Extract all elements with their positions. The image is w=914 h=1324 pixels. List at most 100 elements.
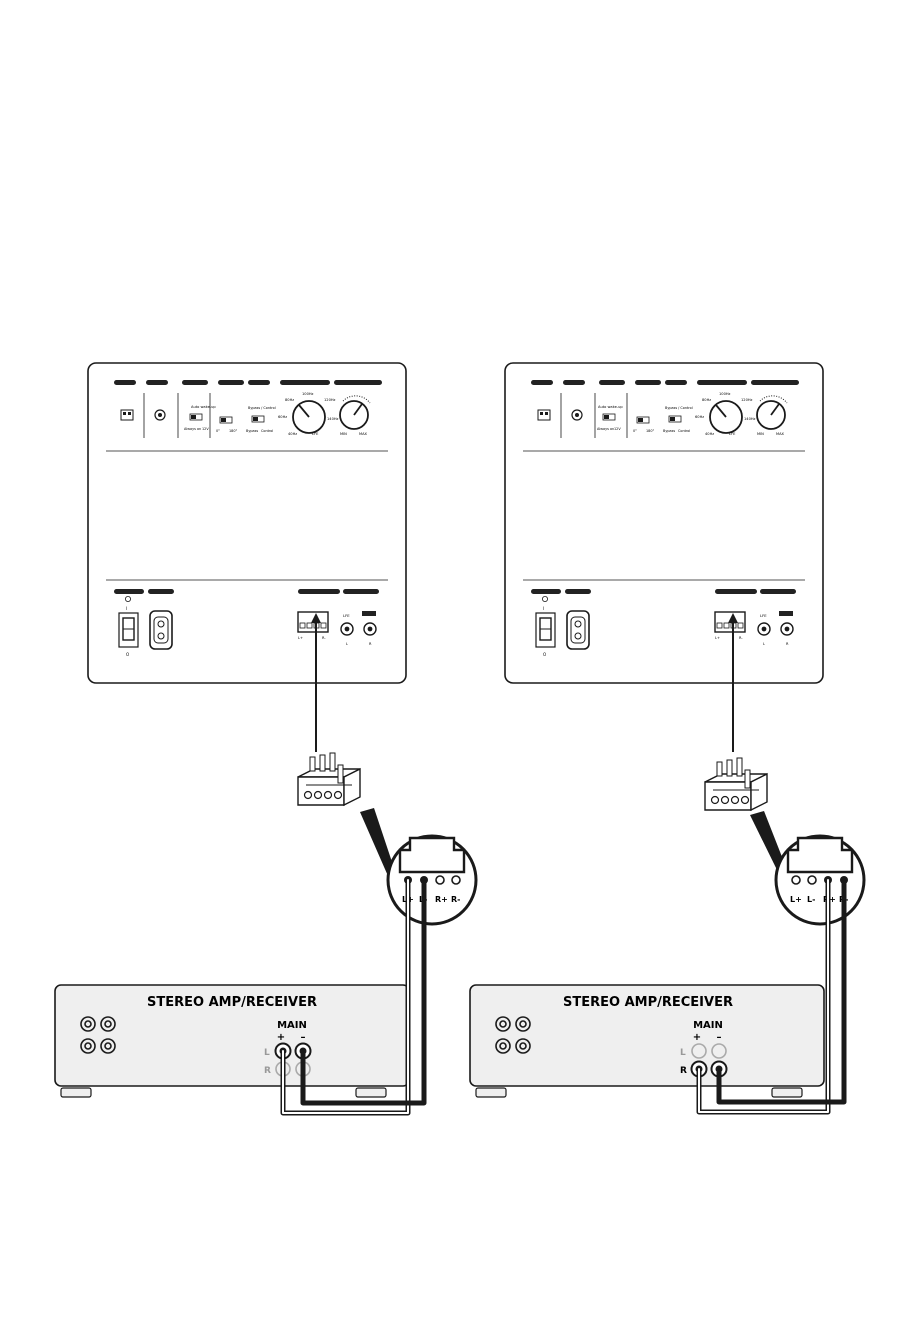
power-off-label: O — [543, 652, 546, 657]
power-on-label: I — [126, 606, 127, 611]
volume-max-label: MAX — [359, 432, 368, 436]
trigger-connector-icon — [120, 409, 134, 421]
speaker-wire-left — [280, 877, 427, 1116]
line-left-label: L — [346, 642, 348, 646]
freq-140-label: 140Hz — [327, 417, 339, 421]
freq-120-label: 120Hz — [324, 398, 336, 402]
bypass-label: Bypass / Control — [665, 406, 693, 410]
rca-jack-icon — [757, 622, 794, 636]
line-left-label: L — [763, 642, 765, 646]
bypass-option-b: Control — [261, 429, 273, 433]
amp-minus-label: – — [717, 1032, 722, 1043]
trigger-jack-icon — [154, 409, 166, 421]
bypass-option-a: Bypass — [663, 429, 675, 433]
freq-80-label: 80Hz — [285, 398, 294, 402]
section-label-pills-top — [531, 380, 799, 385]
freq-80-label: 80Hz — [702, 398, 711, 402]
amp-title: STEREO AMP/RECEIVER — [563, 995, 733, 1010]
power-inlet-icon — [149, 610, 173, 650]
power-switch-icon — [535, 612, 556, 648]
lfe-label: LFE — [760, 613, 767, 618]
speaker-terminal-plug-icon — [704, 757, 768, 812]
auto-wake-label: Auto wake-up — [598, 405, 623, 409]
volume-knob-icon — [756, 395, 788, 430]
amp-plus-label: + — [277, 1032, 285, 1043]
freq-100-label: 100Hz — [302, 392, 314, 396]
crossover-knob-icon — [709, 400, 743, 434]
bypass-option-a: Bypass — [246, 429, 258, 433]
subwoofer-panel-left: Auto wake-up Always on 12V 0° 180° Bypas… — [87, 362, 407, 684]
auto-wake-option-a: Always on — [597, 427, 614, 431]
auto-wake-option-b: 12V — [202, 427, 209, 431]
auto-wake-option-b: 12V — [614, 427, 621, 431]
speaker-input-right-label: R- — [322, 636, 326, 640]
phase-option-b: 180° — [646, 429, 654, 433]
terminal-zoom-left: L+ L- R+ R- — [386, 834, 478, 926]
power-off-label: O — [126, 652, 129, 657]
freq-120-label: 120Hz — [741, 398, 753, 402]
freq-40-label: 40Hz — [705, 432, 714, 436]
speaker-input-terminal-icon — [714, 611, 746, 633]
slide-switch-icon — [189, 413, 203, 421]
amp-main-label: MAIN — [277, 1020, 307, 1031]
amp-right-label: R — [264, 1066, 271, 1076]
power-inlet-icon — [566, 610, 590, 650]
amp-plus-label: + — [693, 1032, 701, 1043]
freq-60-label: 60Hz — [278, 415, 287, 419]
speaker-terminal-plug-icon — [297, 752, 361, 807]
phase-option-b: 180° — [229, 429, 237, 433]
line-right-label: R — [786, 642, 789, 646]
amp-right-label: R — [680, 1066, 687, 1076]
bypass-option-b: Control — [678, 429, 690, 433]
speaker-input-terminal-icon — [297, 611, 329, 633]
amp-left-label: L — [680, 1048, 686, 1058]
speaker-input-left-label: L+ — [298, 636, 303, 640]
trigger-connector-icon — [537, 409, 551, 421]
power-led-icon — [542, 595, 549, 602]
slide-switch-icon — [219, 416, 233, 424]
section-label-pills-bottom — [114, 589, 379, 594]
amp-minus-label: – — [301, 1032, 306, 1043]
amp-main-label: MAIN — [693, 1020, 723, 1031]
speaker-wire-right — [696, 877, 847, 1115]
slide-switch-icon — [251, 415, 265, 423]
terminal-label-r-minus: R- — [451, 895, 460, 904]
volume-max-label: MAX — [776, 432, 785, 436]
section-label-pills-top — [114, 380, 382, 385]
stereo-amp-left: STEREO AMP/RECEIVER MAIN + – L R — [54, 984, 410, 1098]
slide-switch-icon — [636, 416, 650, 424]
zoom-callout-wedge-left — [360, 808, 392, 876]
freq-lfe-label: LFE — [312, 432, 319, 436]
freq-100-label: 100Hz — [719, 392, 731, 396]
rca-jack-icon — [495, 1016, 531, 1054]
volume-min-label: MIN — [757, 432, 764, 436]
power-led-icon — [125, 595, 132, 602]
auto-wake-option-a: Always on — [184, 427, 201, 431]
section-label-pills-bottom — [531, 589, 796, 594]
amp-title: STEREO AMP/RECEIVER — [147, 995, 317, 1010]
bypass-label: Bypass / Control — [248, 406, 276, 410]
volume-knob-icon — [339, 395, 371, 430]
slide-switch-icon — [602, 413, 616, 421]
subwoofer-panel-right: Auto wake-up Always on 12V 0° 180° Bypas… — [504, 362, 824, 684]
terminal-zoom-right: L+ L- R+ R- — [774, 834, 866, 926]
volume-min-label: MIN — [340, 432, 347, 436]
phase-option-a: 0° — [216, 429, 220, 433]
speaker-input-right-label: R- — [739, 636, 743, 640]
freq-60-label: 60Hz — [695, 415, 704, 419]
phase-option-a: 0° — [633, 429, 637, 433]
lfe-label: LFE — [343, 613, 350, 618]
amp-left-label: L — [264, 1048, 270, 1058]
stereo-amp-right: STEREO AMP/RECEIVER MAIN + – L R — [469, 984, 825, 1098]
terminal-label-l-minus: L- — [807, 895, 815, 904]
terminal-label-r-plus: R+ — [435, 895, 448, 904]
slide-switch-icon — [668, 415, 682, 423]
line-right-label: R — [369, 642, 372, 646]
freq-140-label: 140Hz — [744, 417, 756, 421]
rca-jack-icon — [340, 622, 377, 636]
trigger-jack-icon — [571, 409, 583, 421]
power-on-label: I — [543, 606, 544, 611]
auto-wake-label: Auto wake-up — [191, 405, 216, 409]
freq-lfe-label: LFE — [729, 432, 736, 436]
